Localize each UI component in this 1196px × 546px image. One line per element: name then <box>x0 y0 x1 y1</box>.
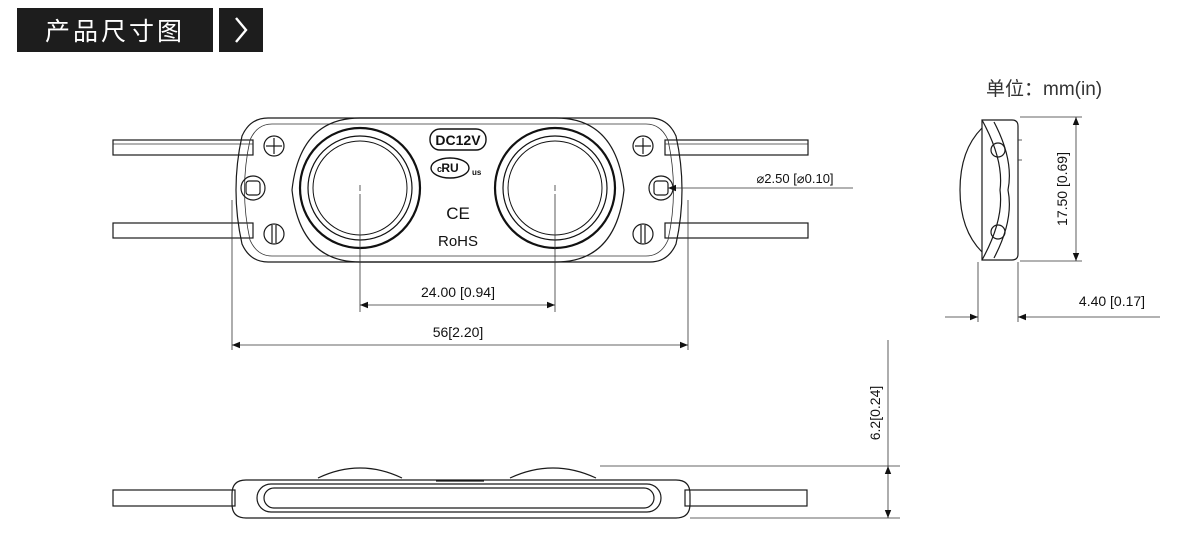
depth-dimension: 4.40 [0.17] <box>945 262 1160 322</box>
svg-text:c: c <box>437 164 442 174</box>
rohs-mark: RoHS <box>438 233 478 250</box>
svg-text:⌀2.50 [⌀0.10]: ⌀2.50 [⌀0.10] <box>756 171 833 186</box>
svg-text:DC12V: DC12V <box>435 132 481 148</box>
thickness-dimension: 6.2[0.24] <box>600 340 900 519</box>
hole-diameter-dimension: ⌀2.50 [⌀0.10] <box>668 171 853 192</box>
svg-text:6.2[0.24]: 6.2[0.24] <box>867 386 883 441</box>
lens-pitch-dimension: 24.00 [0.94] <box>359 194 556 312</box>
svg-text:56[2.20]: 56[2.20] <box>433 324 484 340</box>
unit-label: 单位：mm(in) <box>986 79 1103 100</box>
svg-text:4.40 [0.17]: 4.40 [0.17] <box>1079 293 1145 309</box>
ce-mark: CE <box>446 204 470 223</box>
svg-text:RU: RU <box>441 161 458 175</box>
side-view <box>959 119 1022 261</box>
front-wires <box>112 139 809 239</box>
chevron-right-icon[interactable] <box>219 8 263 52</box>
bottom-view <box>112 467 808 519</box>
section-header: 产品尺寸图 <box>17 8 263 52</box>
screw-icon <box>263 135 654 245</box>
svg-text:24.00 [0.94]: 24.00 [0.94] <box>421 284 495 300</box>
section-title: 产品尺寸图 <box>17 8 213 52</box>
ul-certification-icon: c RU us <box>430 157 482 179</box>
front-view: DC12V c RU us CE RoHS <box>112 117 809 263</box>
height-dimension: 17.50 [0.69] <box>1020 116 1082 262</box>
svg-text:17.50 [0.69]: 17.50 [0.69] <box>1054 152 1070 226</box>
svg-text:us: us <box>472 168 482 177</box>
voltage-mark: DC12V <box>429 128 487 151</box>
lens-housing <box>291 117 625 263</box>
module-body <box>235 117 683 263</box>
overall-length-dimension: 56[2.20] <box>231 200 689 350</box>
